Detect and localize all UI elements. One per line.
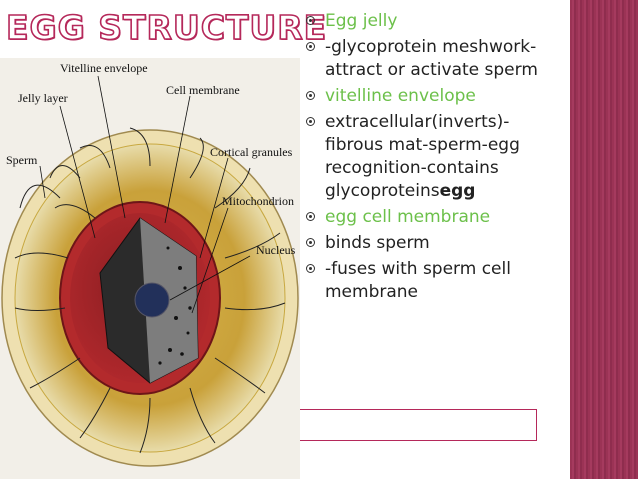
bullet-extracellular: extracellular(inverts)-fibrous mat-sperm… <box>306 111 562 203</box>
label-vitelline-envelope: Vitelline envelope <box>60 61 148 75</box>
bullet-text: egg cell membrane <box>325 207 491 227</box>
label-nucleus: Nucleus <box>256 243 296 257</box>
label-cortical-granules: Cortical granules <box>210 145 293 159</box>
bullet-text: -glycoprotein meshwork-attract or activa… <box>325 37 538 80</box>
bullet-text: Egg jelly <box>325 11 398 31</box>
bullet-marker-icon <box>306 42 315 51</box>
bullet-marker-icon <box>306 16 315 25</box>
label-sperm: Sperm <box>6 153 38 167</box>
bullet-list: Egg jelly -glycoprotein meshwork-attract… <box>306 10 562 307</box>
sperm-strands <box>14 127 286 454</box>
bullet-glycoprotein: -glycoprotein meshwork-attract or activa… <box>306 36 562 82</box>
label-jelly-layer: Jelly layer <box>18 91 68 105</box>
bullet-vitelline-envelope: vitelline envelope <box>306 85 562 108</box>
nucleus-shape <box>134 282 170 318</box>
label-cell-membrane: Cell membrane <box>166 83 240 97</box>
bullet-egg-jelly: Egg jelly <box>306 10 562 33</box>
bullet-marker-icon <box>306 117 315 126</box>
bullet-marker-icon <box>306 238 315 247</box>
slide-title: EGG STRUCTURE <box>5 7 328 48</box>
bullet-text: -fuses with sperm cell membrane <box>325 259 511 302</box>
bullet-marker-icon <box>306 212 315 221</box>
bullet-text: vitelline envelope <box>325 86 476 106</box>
bullet-fuses: -fuses with sperm cell membrane <box>306 258 562 304</box>
bullet-binds-sperm: binds sperm <box>306 232 562 255</box>
bullet-text: extracellular(inverts)-fibrous mat-sperm… <box>325 112 520 201</box>
bullet-egg-cell-membrane: egg cell membrane <box>306 206 562 229</box>
bullet-text: binds sperm <box>325 233 430 253</box>
decorative-side-bar <box>570 0 638 479</box>
cortical-granules-dots <box>158 246 192 365</box>
caption-box <box>300 409 537 441</box>
egg-structure-diagram: Vitelline envelope Jelly layer Cell memb… <box>0 58 300 479</box>
bullet-bold-suffix: egg <box>439 181 476 201</box>
bullet-marker-icon <box>306 91 315 100</box>
label-mitochondrion: Mitochondrion <box>222 194 294 208</box>
bullet-marker-icon <box>306 264 315 273</box>
